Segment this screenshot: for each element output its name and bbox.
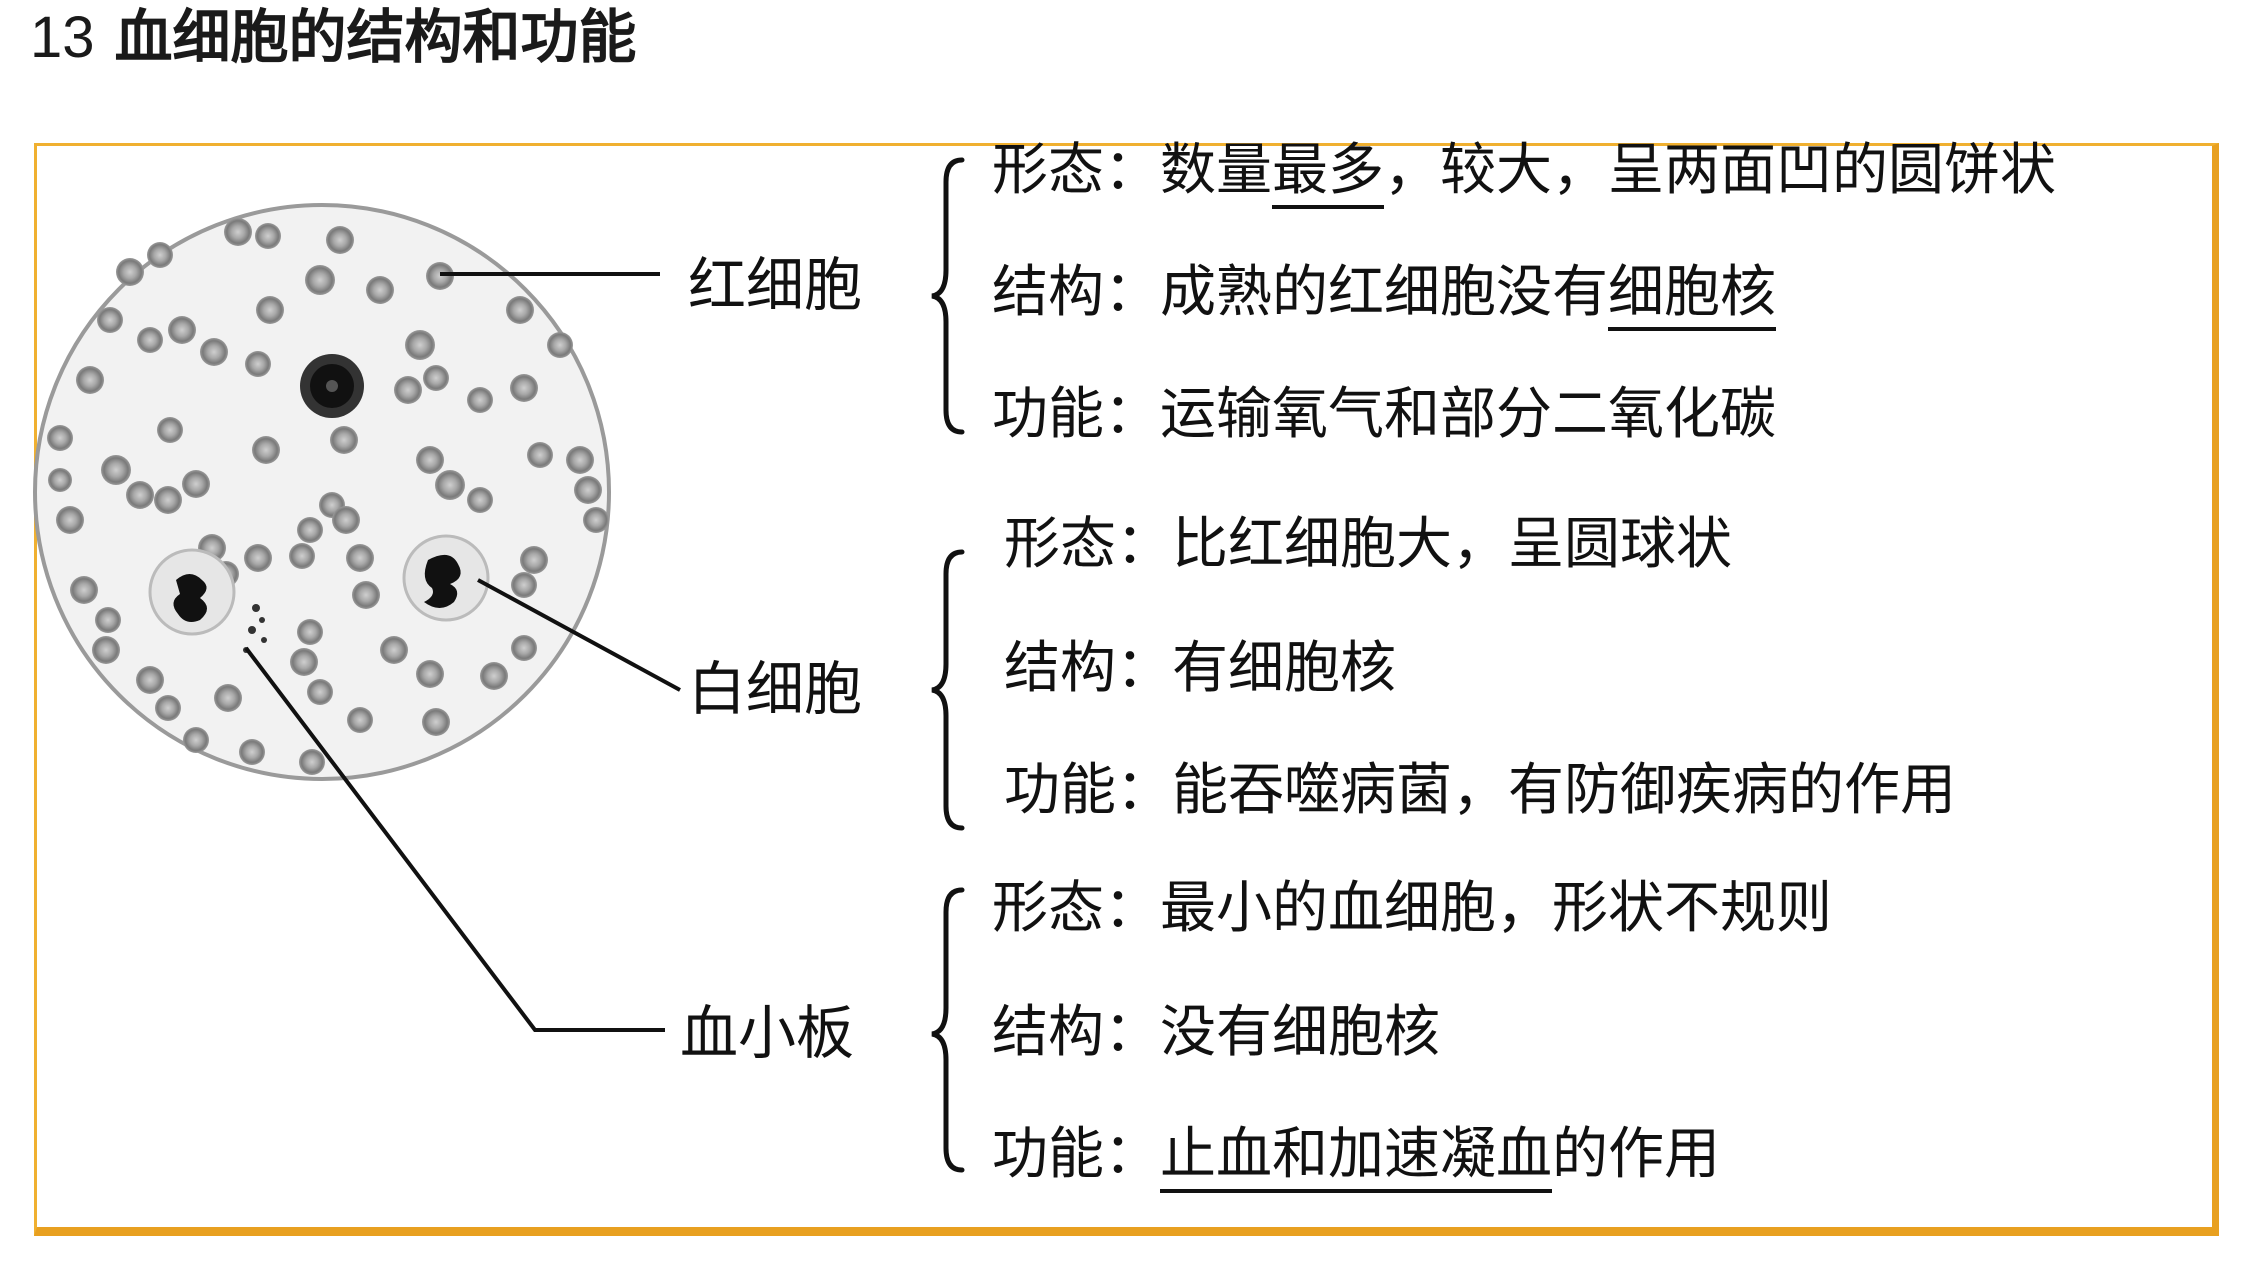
platelet-leader-line	[244, 646, 665, 1032]
row-key: 功能	[1004, 758, 1116, 823]
rbc-row-function: 功能：运输氧气和部分二氧化碳	[992, 380, 1776, 450]
row-sep: ：	[1104, 382, 1160, 447]
wbc-row-structure: 结构：有细胞核	[1004, 634, 1396, 704]
row-key: 功能	[992, 382, 1104, 447]
row-text: ，较大，呈两面凹的圆饼状	[1384, 138, 2056, 203]
microscope-field	[33, 203, 611, 781]
row-text: 运输氧气和部分二氧化碳	[1160, 382, 1776, 447]
platelet-row-structure: 结构：没有细胞核	[992, 998, 1440, 1068]
platelet-row-form: 形态：最小的血细胞，形状不规则	[992, 874, 1832, 944]
rbc-row-structure: 结构：成熟的红细胞没有细胞核	[992, 258, 1776, 331]
wbc-brace	[931, 549, 965, 831]
row-text: 最小的血细胞，形状不规则	[1160, 876, 1832, 941]
row-text: 没有细胞核	[1160, 1000, 1440, 1065]
white-blood-cell-dark	[300, 354, 364, 418]
row-text: 数量	[1160, 138, 1272, 203]
row-sep: ：	[1116, 512, 1172, 577]
row-text: 有细胞核	[1172, 636, 1396, 701]
platelet-brace	[931, 887, 965, 1173]
row-sep: ：	[1104, 260, 1160, 325]
row-text-underlined: 细胞核	[1608, 260, 1776, 331]
platelet-row-function: 功能：止血和加速凝血的作用	[992, 1120, 1720, 1193]
row-sep: ：	[1104, 1122, 1160, 1187]
row-sep: ：	[1104, 1000, 1160, 1065]
rbc-brace	[931, 157, 965, 435]
leader-lines	[244, 272, 681, 1032]
label-white-blood-cell: 白细胞	[688, 655, 863, 723]
row-sep: ：	[1116, 636, 1172, 701]
white-blood-cell-left	[148, 548, 236, 636]
row-sep: ：	[1104, 138, 1160, 203]
row-text: 能吞噬病菌，有防御疾病的作用	[1172, 758, 1956, 823]
title-number: 13	[30, 5, 95, 70]
row-key: 形态	[992, 876, 1104, 941]
rbc-row-form: 形态：数量最多，较大，呈两面凹的圆饼状	[992, 136, 2056, 209]
braces	[931, 157, 965, 1173]
label-platelet: 血小板	[680, 999, 855, 1067]
wbc-leader-line	[477, 578, 681, 692]
row-sep: ：	[1104, 876, 1160, 941]
row-text-underlined: 止血和加速凝血	[1160, 1122, 1552, 1193]
row-key: 形态	[992, 138, 1104, 203]
row-text: 的作用	[1552, 1122, 1720, 1187]
row-key: 形态	[1004, 512, 1116, 577]
white-blood-cell-right	[402, 534, 490, 622]
content-frame	[34, 143, 2219, 1236]
row-text: 比红细胞大，呈圆球状	[1172, 512, 1732, 577]
row-key: 结构	[1004, 636, 1116, 701]
label-red-blood-cell: 红细胞	[688, 251, 863, 319]
wbc-row-form: 形态：比红细胞大，呈圆球状	[1004, 510, 1732, 580]
row-sep: ：	[1116, 758, 1172, 823]
row-text: 成熟的红细胞没有	[1160, 260, 1608, 325]
row-text-underlined: 最多	[1272, 138, 1384, 209]
row-key: 结构	[992, 260, 1104, 325]
red-blood-cells	[47, 218, 609, 775]
row-key: 功能	[992, 1122, 1104, 1187]
wbc-row-function: 功能：能吞噬病菌，有防御疾病的作用	[1004, 756, 1956, 826]
title-text: 血细胞的结构和功能	[114, 3, 637, 71]
row-key: 结构	[992, 1000, 1104, 1065]
page-title: 13 血细胞的结构和功能	[30, 2, 637, 72]
